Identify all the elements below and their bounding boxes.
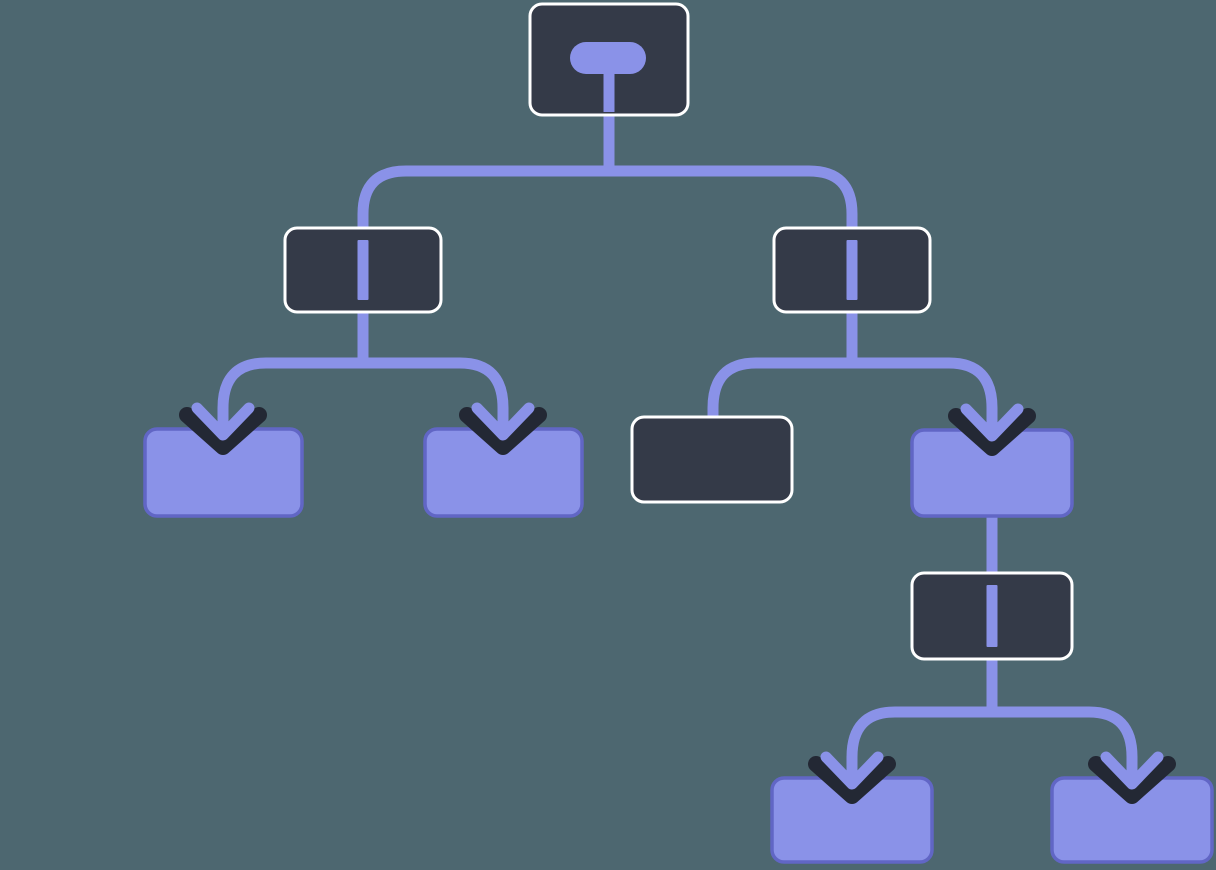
arrow-down-icon-target-left-2 <box>459 402 547 455</box>
arrow-markers <box>179 402 1176 804</box>
arrow-head-purple <box>191 402 255 441</box>
arrow-chevron-dark <box>808 756 896 804</box>
arrow-chevron-dark <box>948 408 1036 456</box>
arrow-chevron-dark <box>1088 756 1176 804</box>
nodes <box>143 2 1214 864</box>
arrow-down-icon-target-left-1 <box>179 402 267 455</box>
arrow-head-purple <box>960 403 1024 442</box>
arrow-down-icon-target-bottom-right <box>1088 751 1176 804</box>
root-pill-icon <box>570 42 646 74</box>
root-pill-stem <box>603 70 615 112</box>
arrow-chevron-dark <box>179 407 267 455</box>
node-decorations <box>357 42 998 647</box>
arrow-head-purple <box>820 751 884 790</box>
split-left-bar-icon <box>357 240 369 300</box>
arrow-head-purple <box>1100 751 1164 790</box>
split-right-bar-icon <box>846 240 858 300</box>
connectors <box>217 60 1138 786</box>
connector-right-branch <box>707 357 998 438</box>
arrow-down-icon-target-bottom-left <box>808 751 896 804</box>
node-plain-dark <box>630 415 794 504</box>
arrow-head-purple <box>471 402 535 441</box>
split-bottom-bar-icon <box>986 585 998 647</box>
arrow-down-icon-target-mid <box>948 403 1036 456</box>
connector-level1-branch <box>357 165 858 228</box>
connector-left-branch <box>217 357 509 437</box>
connector-bottom-branch <box>846 706 1138 786</box>
arrow-chevron-dark <box>459 407 547 455</box>
